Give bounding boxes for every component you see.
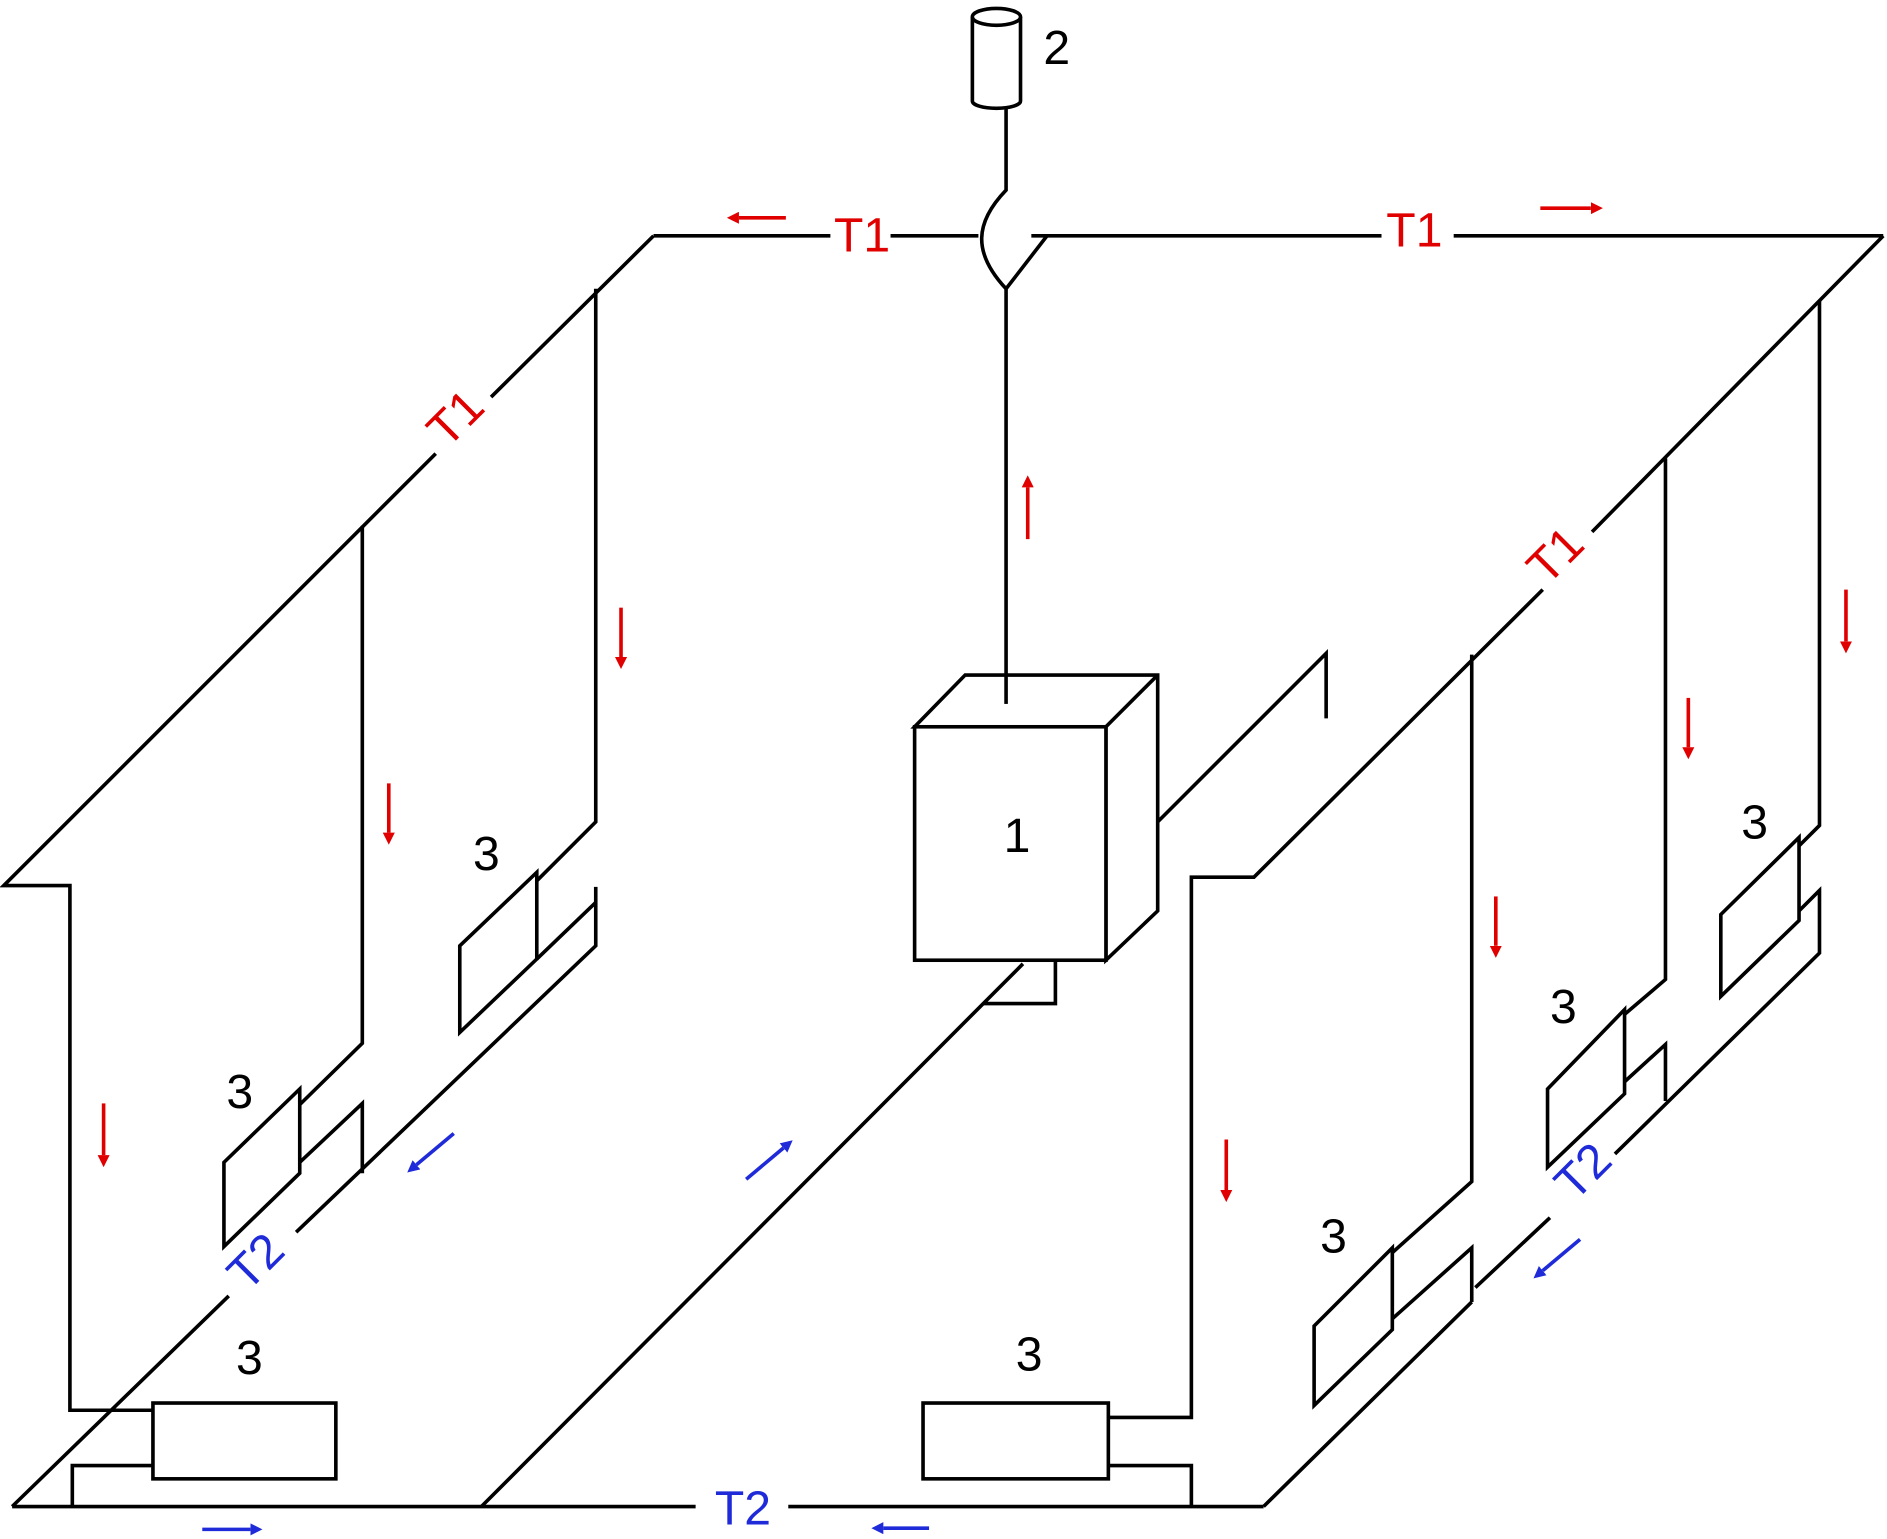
supply-label: T1 [1386, 204, 1442, 258]
radiator-label: 3 [473, 827, 500, 881]
radiator-right-high [1719, 833, 1801, 1001]
boiler [910, 673, 1160, 965]
boiler-side-branch [1154, 649, 1328, 826]
return-right-stub-mid [1623, 1040, 1668, 1102]
return-left-lower-radiator [70, 1463, 155, 1507]
return-boiler-diagonal [480, 961, 1058, 1508]
radiator-left-upper [457, 868, 539, 1037]
return-piping [10, 649, 1822, 1509]
radiator-label: 3 [1320, 1210, 1347, 1264]
supply-label: T1 [1517, 516, 1595, 594]
radiator-right-bottom [921, 1401, 1111, 1481]
radiators [151, 833, 1801, 1481]
supply-riser-right-3 [1797, 300, 1822, 848]
return-left-outer-diagonal [10, 886, 598, 1508]
boiler-label: 1 [1004, 809, 1031, 863]
radiator-right-low [1312, 1243, 1395, 1410]
return-left-upper-radiator [535, 901, 598, 961]
return-arrow-icon [745, 1140, 793, 1181]
supply-flow-arrows [97, 202, 1852, 1203]
return-label: T2 [715, 1482, 771, 1536]
radiator-left-bottom [151, 1401, 338, 1481]
supply-piping [0, 105, 1885, 1420]
expansion-tank [970, 6, 1023, 111]
supply-riser-right-2 [1623, 458, 1668, 1016]
radiator-left-mid [222, 1084, 302, 1251]
supply-main-right-diagonal [1107, 234, 1885, 1420]
radiator-label: 3 [226, 1065, 253, 1119]
supply-label: T1 [417, 379, 495, 457]
return-right-diagonal [1262, 886, 1822, 1508]
radiator-label: 3 [236, 1331, 263, 1385]
return-left-inner-stub [298, 1099, 365, 1174]
return-right-lower-radiator [1107, 1463, 1194, 1507]
return-arrow-icon [1533, 1237, 1582, 1279]
boiler-riser [979, 105, 1049, 704]
return-flow-arrows [202, 1132, 1582, 1536]
supply-riser-right-1 [1391, 654, 1474, 1254]
supply-label: T1 [834, 208, 890, 262]
radiator-right-mid [1545, 1005, 1627, 1172]
supply-main-left-diagonal [0, 234, 655, 1413]
expansion-tank-label: 2 [1043, 21, 1070, 75]
radiator-label: 3 [1550, 980, 1577, 1034]
radiator-label: 3 [1741, 796, 1768, 850]
supply-riser-left-1 [298, 525, 365, 1106]
radiator-label: 3 [1016, 1328, 1043, 1382]
return-arrow-icon [407, 1132, 455, 1173]
supply-riser-left-2 [535, 288, 598, 883]
